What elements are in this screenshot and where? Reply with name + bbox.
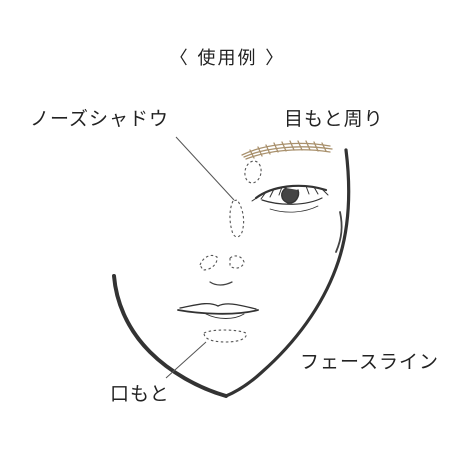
face-outline-right: [224, 148, 351, 398]
nostril-right-dashed: [229, 255, 245, 269]
mouth-area-dashed: [203, 329, 247, 343]
nose-shadow-dashed: [229, 199, 245, 238]
eyebrow: [241, 140, 333, 160]
eye-area-dashed: [244, 160, 262, 184]
nose-line: [209, 281, 233, 286]
eye: [251, 184, 329, 213]
leader-nose: [175, 136, 235, 201]
face-outline-left: [112, 274, 228, 398]
dashed-highlight-areas: [199, 160, 262, 343]
nose-shadow-label: ノーズシャドウ: [30, 108, 170, 130]
cheek-line: [335, 211, 343, 253]
nostril-left-dashed: [199, 254, 218, 271]
face-line-label: フェースライン: [300, 351, 440, 373]
leader-mouth: [165, 341, 207, 379]
leader-lines: [165, 136, 235, 379]
lips: [177, 302, 259, 319]
eye-area-label: 目もと周り: [284, 108, 384, 130]
page-title: 〈 使用例 〉: [169, 48, 286, 69]
mouth-area-label: 口もと: [110, 383, 170, 405]
